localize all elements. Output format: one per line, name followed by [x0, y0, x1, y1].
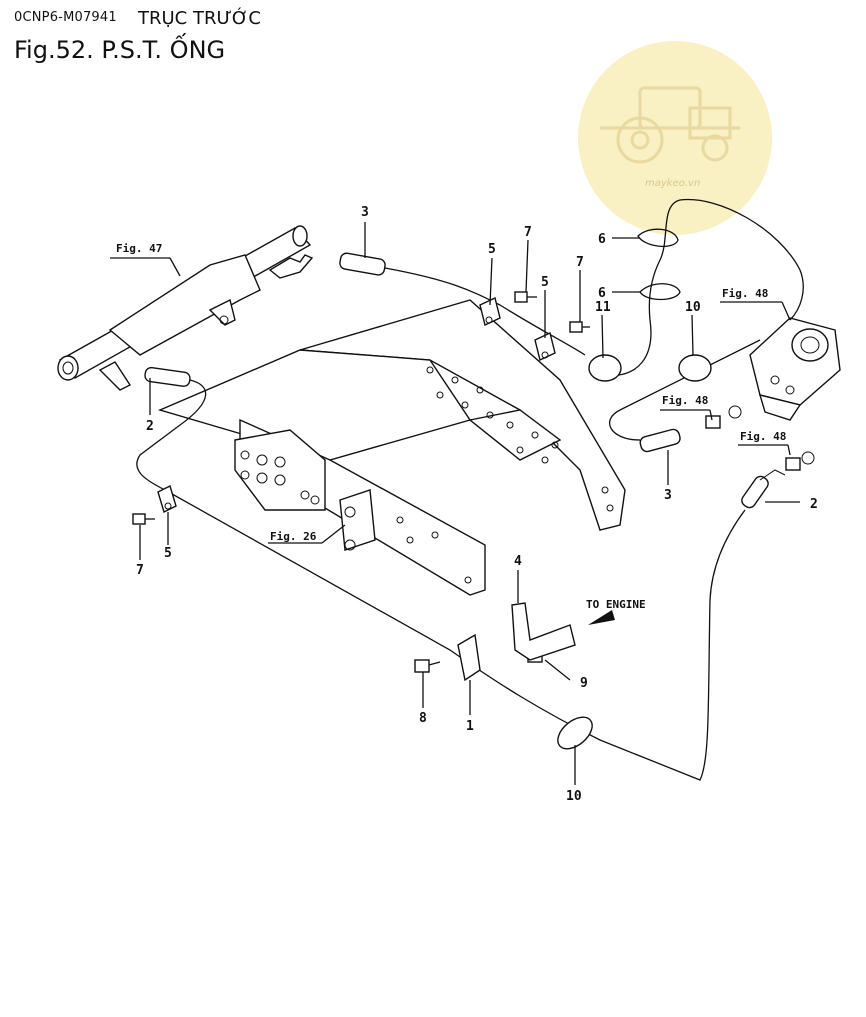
bolt-7-b: [569, 321, 590, 333]
watermark-logo: maykeo.vn: [578, 41, 772, 235]
bolt-8: [414, 659, 441, 673]
callout-5-b: 5: [541, 275, 549, 290]
callout-7-b: 7: [576, 255, 584, 270]
band-clamp-10-upper: [678, 354, 712, 382]
power-steering-unit: [749, 317, 841, 421]
clip-6-a: [637, 228, 679, 247]
hose-2-long: [136, 379, 746, 781]
bolt-7-a: [514, 291, 537, 303]
callout-5-a: 5: [488, 242, 496, 257]
fig-ref-48-top: Fig. 48: [722, 287, 768, 300]
axle-bracket-frame: [157, 299, 626, 596]
clamp-1: [457, 633, 481, 682]
fig-ref-47: Fig. 47: [116, 242, 162, 255]
fig-ref-48-right: Fig. 48: [740, 430, 786, 443]
clamps-and-fittings: [132, 228, 815, 750]
hose-3-upper: [384, 267, 586, 356]
to-engine-arrow: [588, 610, 615, 625]
figure-title: Fig.52. P.S.T. ỐNG: [14, 36, 226, 64]
callout-2-right: 2: [810, 497, 818, 512]
callout-5-c: 5: [164, 546, 172, 561]
callout-3-lower: 3: [664, 488, 672, 503]
callout-3-top: 3: [361, 205, 369, 220]
callout-10-lower: 10: [566, 789, 582, 804]
tractor-icon: [600, 86, 740, 164]
document-code: 0CNP6-M07941: [14, 10, 117, 25]
callout-2-left: 2: [146, 419, 154, 434]
bracket-4: [511, 602, 576, 661]
callout-8: 8: [419, 711, 427, 726]
fig-ref-26: Fig. 26: [270, 530, 317, 543]
bolt-7-c: [132, 513, 155, 525]
hose-return: [599, 198, 804, 377]
clip-6-b: [639, 283, 681, 301]
band-clamp-10-lower: [557, 716, 593, 750]
hoses: [136, 198, 804, 781]
callout-10-upper: 10: [685, 300, 701, 315]
callout-4: 4: [514, 554, 522, 569]
fig-ref-48-mid: Fig. 48: [662, 394, 708, 407]
leader-lines: [110, 222, 800, 785]
section-title: TRỤC TRƯỚC: [138, 8, 261, 29]
callout-11: 11: [595, 300, 611, 315]
callout-6-b: 6: [598, 286, 606, 301]
callout-7-a: 7: [524, 225, 532, 240]
watermark-text: maykeo.vn: [645, 178, 700, 189]
callout-1: 1: [466, 719, 474, 734]
hose-3-lower: [608, 339, 761, 441]
callout-7-c: 7: [136, 563, 144, 578]
callout-6-a: 6: [598, 232, 606, 247]
steering-cylinder: [57, 225, 314, 391]
to-engine-label: TO ENGINE: [586, 598, 646, 611]
band-clamp-11: [588, 354, 622, 382]
clip-5-c: [157, 485, 177, 513]
callout-9: 9: [580, 676, 588, 691]
